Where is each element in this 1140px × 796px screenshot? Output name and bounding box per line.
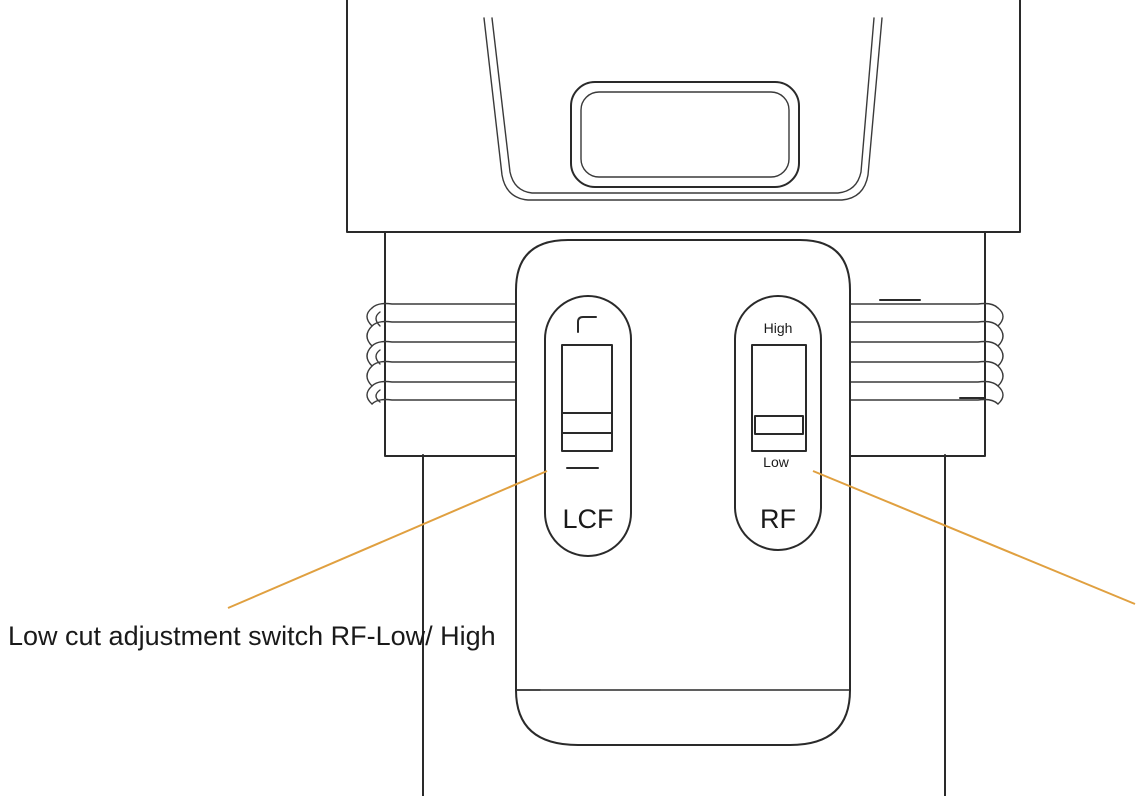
rf-switch-slot (751, 344, 807, 452)
callout-text: Low cut adjustment switch RF-Low/ High (8, 621, 496, 651)
rf-leader-line (812, 470, 1136, 605)
switch-panel (515, 239, 851, 746)
handle-lines (422, 454, 946, 796)
lcf-switch[interactable]: LCF (544, 295, 632, 557)
rf-label: RF (760, 504, 796, 534)
lcf-switch-housing (544, 295, 632, 557)
rf-high-label: High (764, 320, 793, 336)
rf-low-label: Low (763, 454, 790, 470)
leader-lines (227, 470, 1136, 609)
low-cut-icon (577, 316, 597, 333)
thread-rings (366, 299, 1004, 405)
rf-switch-knob[interactable] (754, 415, 804, 435)
rf-switch-housing (734, 295, 822, 551)
lcf-label: LCF (562, 504, 613, 534)
rf-switch[interactable]: High Low RF (734, 295, 822, 551)
upper-housing (346, 0, 1021, 233)
top-window (570, 81, 800, 188)
lcf-leader-line (227, 470, 548, 609)
lcf-switch-slot (561, 344, 613, 452)
lcf-switch-knob[interactable] (561, 412, 613, 434)
